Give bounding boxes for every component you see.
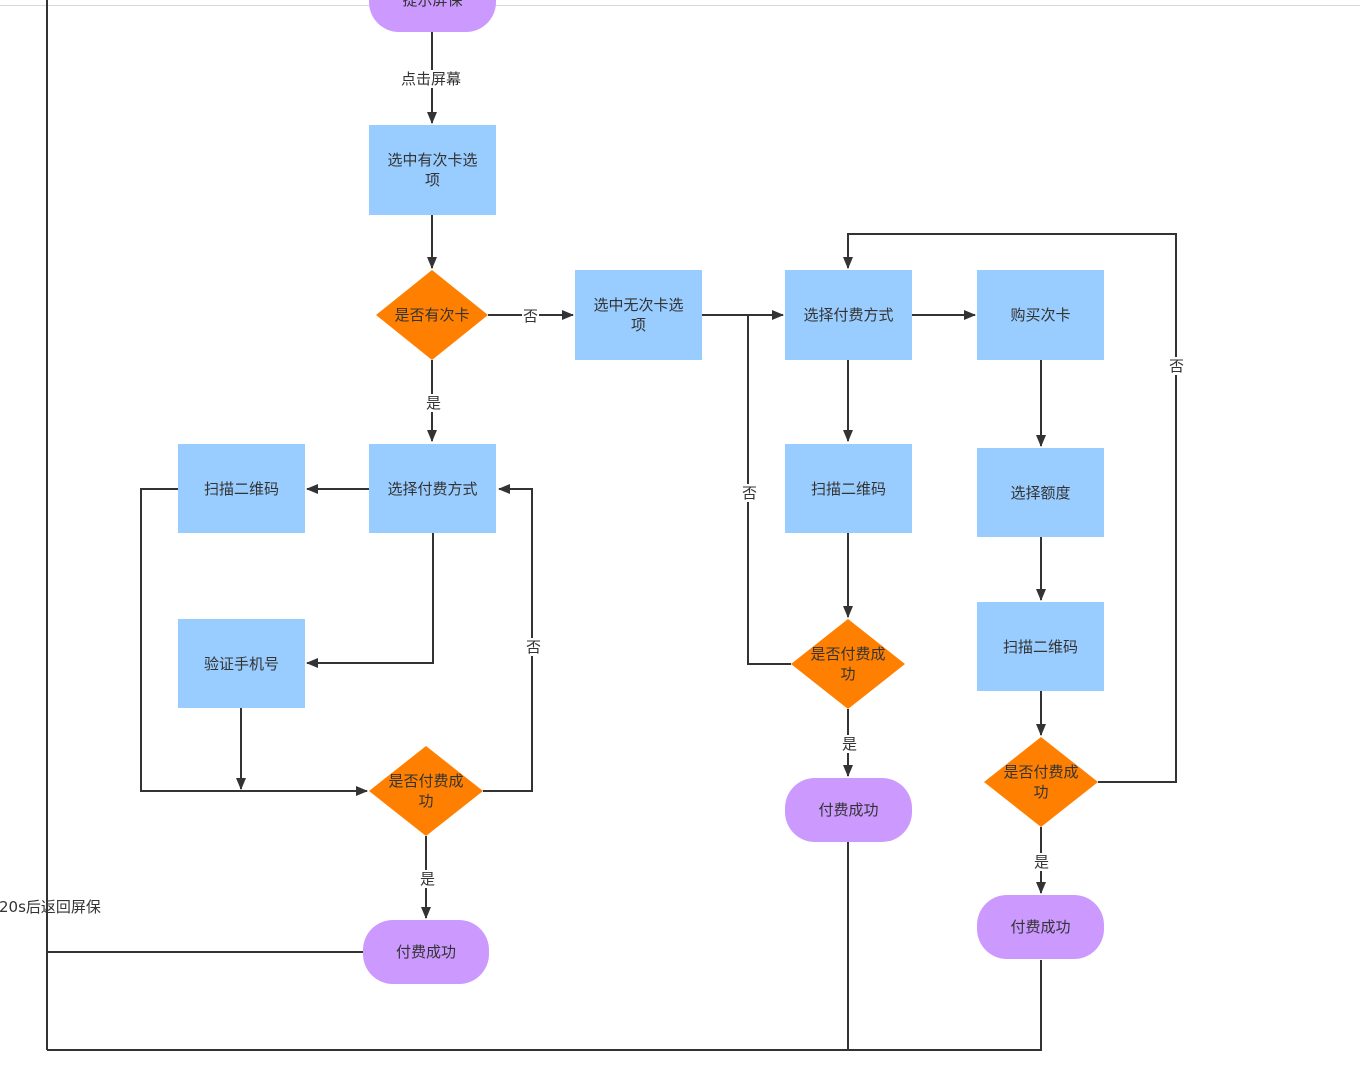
paid-left-label: 付费成功 — [395, 943, 456, 961]
decision-has-card-shape — [376, 270, 488, 360]
pay-success-right-decision: 是否付费成功 — [984, 737, 1098, 827]
scan-qr-left-label: 扫描二维码 — [203, 479, 279, 498]
paid-right-label: 付费成功 — [1010, 918, 1071, 936]
edge-label-right-yes: 是 — [1033, 853, 1051, 871]
select-amount-label: 选择额度 — [1010, 483, 1071, 502]
edge-label-mid-yes: 是 — [841, 735, 859, 753]
decision-pay-left-shape — [369, 746, 483, 836]
edge-label-has-card-no: 否 — [522, 307, 540, 325]
window-top-border — [0, 5, 1360, 6]
edge-pay-to-verify — [306, 533, 434, 668]
edge-label-return-screensaver: 20s后返回屏保 — [0, 898, 101, 916]
has-card-decision: 是否有次卡 — [376, 270, 488, 360]
paid-right-node: 付费成功 — [977, 895, 1104, 959]
edge-label-has-card-yes: 是 — [425, 394, 443, 412]
select-card-option-label: 选中有次卡选项 — [387, 151, 478, 189]
top-terminal-label: 提示屏保 — [402, 0, 463, 9]
pay-success-right-label: 是否付费成功 — [1003, 763, 1079, 801]
edge-label-left-retry-no: 否 — [525, 638, 543, 656]
decision-pay-right-shape — [984, 737, 1098, 827]
has-card-label: 是否有次卡 — [394, 306, 470, 324]
scan-qr-mid-label: 扫描二维码 — [810, 479, 886, 498]
pay-method-left-node: 选择付费方式 — [369, 444, 496, 533]
scan-qr-mid-node: 扫描二维码 — [785, 444, 912, 533]
edge-scan-left-to-decision — [140, 488, 368, 796]
pay-success-left-decision: 是否付费成功 — [369, 746, 483, 836]
paid-mid-label: 付费成功 — [818, 801, 879, 819]
paid-left-node: 付费成功 — [363, 920, 489, 984]
pay-method-left-label: 选择付费方式 — [387, 479, 478, 498]
buy-card-node: 购买次卡 — [977, 270, 1104, 360]
edge-label-click-screen: 点击屏幕 — [400, 70, 463, 88]
buy-card-label: 购买次卡 — [1010, 306, 1071, 324]
edge-label-mid-no: 否 — [741, 484, 759, 502]
edge-label-left-yes: 是 — [419, 870, 437, 888]
scan-qr-right-label: 扫描二维码 — [1002, 637, 1078, 656]
pay-method-mid-node: 选择付费方式 — [785, 270, 912, 360]
select-card-option-node: 选中有次卡选项 — [369, 125, 496, 215]
edge-bottom-loop — [47, 960, 1042, 1051]
select-no-card-option-node: 选中无次卡选项 — [575, 270, 702, 360]
pay-method-mid-label: 选择付费方式 — [803, 306, 894, 324]
verify-phone-label: 验证手机号 — [203, 654, 279, 673]
select-no-card-option-label: 选中无次卡选项 — [593, 296, 684, 334]
edge-label-right-no: 否 — [1168, 357, 1186, 375]
scan-qr-right-node: 扫描二维码 — [977, 602, 1104, 691]
scan-qr-left-node: 扫描二维码 — [178, 444, 305, 533]
edge-right-no — [843, 233, 1177, 783]
paid-mid-node: 付费成功 — [785, 778, 912, 842]
select-amount-node: 选择额度 — [977, 448, 1104, 537]
verify-phone-node: 验证手机号 — [178, 619, 305, 708]
pay-success-mid-label: 是否付费成功 — [810, 645, 886, 683]
edge-mid-no — [747, 315, 791, 665]
pay-success-left-label: 是否付费成功 — [388, 772, 464, 810]
top-terminal-node: 提示屏保 — [369, 0, 496, 32]
pay-success-mid-decision: 是否付费成功 — [791, 619, 905, 709]
decision-pay-mid-shape — [791, 619, 905, 709]
